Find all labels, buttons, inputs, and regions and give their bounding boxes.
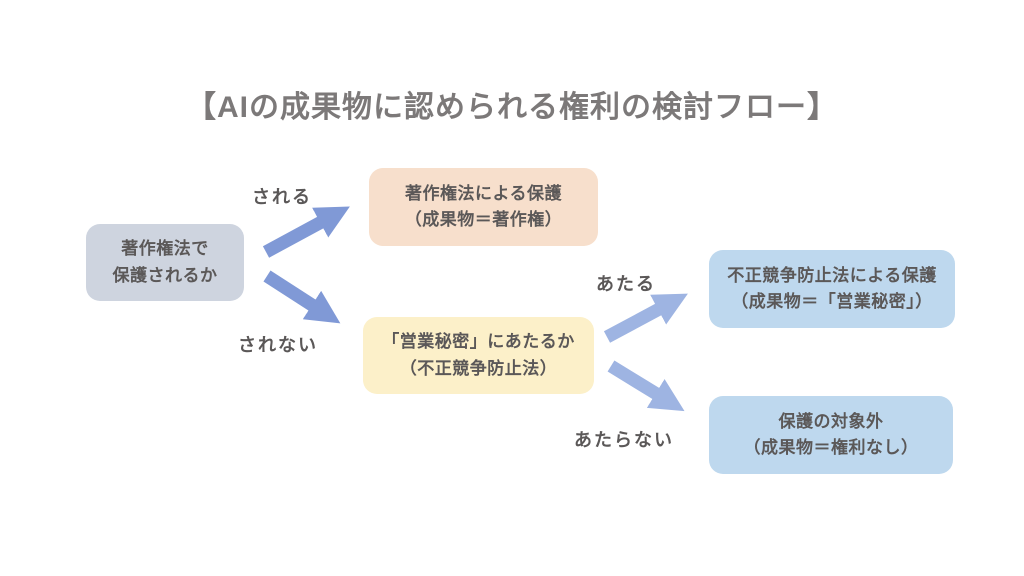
node-text-line: 著作権法で bbox=[121, 239, 209, 259]
node-ucpa-protection: 不正競争防止法による保護 （成果物＝「営業秘密」） bbox=[709, 250, 955, 328]
edge-label-applies: あたる bbox=[596, 274, 656, 294]
node-text-line: 著作権法による保護 bbox=[405, 183, 562, 203]
node-copyright-question: 著作権法で 保護されるか bbox=[86, 224, 244, 301]
node-text-line: （成果物＝「営業秘密」） bbox=[731, 292, 933, 311]
arrow-applies bbox=[603, 293, 688, 343]
edge-label-yes: される bbox=[252, 187, 312, 207]
node-text-line: 保護の対象外 bbox=[778, 411, 884, 431]
edge-label-not-applies: あたらない bbox=[574, 430, 674, 450]
arrow-not-applies bbox=[607, 360, 685, 412]
node-text-line: （不正競争防止法） bbox=[399, 358, 558, 378]
node-text-line: 「営業秘密」にあたるか bbox=[382, 332, 575, 352]
node-text-line: （成果物＝権利なし） bbox=[743, 438, 919, 457]
arrow-no bbox=[263, 270, 341, 324]
node-trade-secret-question: 「営業秘密」にあたるか （不正競争防止法） bbox=[363, 317, 594, 394]
node-text-line: （成果物＝著作権） bbox=[404, 210, 563, 229]
node-no-protection: 保護の対象外 （成果物＝権利なし） bbox=[709, 396, 953, 474]
diagram-title: 【AIの成果物に認められる権利の検討フロー】 bbox=[186, 91, 838, 124]
node-copyright-protection: 著作権法による保護 （成果物＝著作権） bbox=[369, 168, 598, 246]
node-text-line: 保護されるか bbox=[112, 265, 218, 285]
node-text-line: 不正競争防止法による保護 bbox=[727, 265, 937, 285]
edge-label-no: されない bbox=[238, 335, 318, 355]
arrow-yes bbox=[262, 206, 350, 258]
